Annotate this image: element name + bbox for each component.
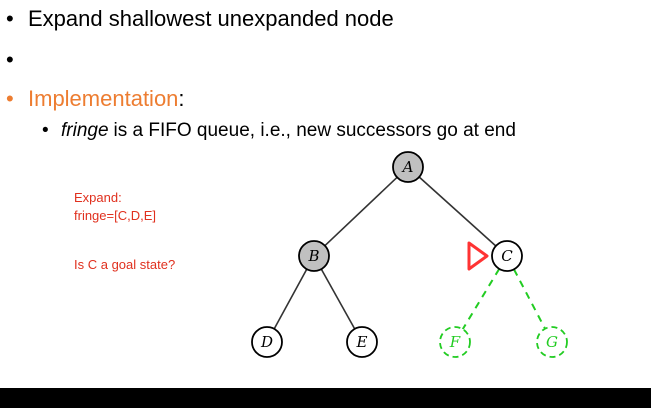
- bullet-empty: •: [6, 47, 28, 73]
- sub-bullet-dot: •: [42, 120, 49, 141]
- bottom-bar: [0, 388, 651, 408]
- node-a: A: [392, 151, 424, 183]
- node-label: A: [401, 158, 414, 176]
- bullet-expand-shallowest: • Expand shallowest unexpanded node: [6, 6, 394, 32]
- node-circle: [346, 326, 378, 358]
- bullet-text: Expand shallowest unexpanded node: [28, 6, 394, 31]
- node-label: F: [449, 333, 461, 351]
- bullet-dot: •: [6, 6, 14, 31]
- edge-B-D: [273, 268, 308, 330]
- node-b: B: [298, 240, 330, 272]
- node-g: G: [536, 326, 568, 358]
- bullet-implementation: • Implementation:: [6, 86, 185, 112]
- node-circle: [298, 240, 330, 272]
- bullet-colon: :: [178, 86, 185, 111]
- node-label: D: [260, 333, 273, 351]
- node-circle: [439, 326, 471, 358]
- node-label: B: [307, 247, 319, 265]
- note-fringe: fringe=[C,D,E]: [74, 208, 157, 223]
- node-circle: [251, 326, 283, 358]
- node-circle: [536, 326, 568, 358]
- sub-bullet-text: is a FIFO queue, i.e., new successors go…: [113, 120, 516, 141]
- edge-C-F: [461, 268, 501, 330]
- node-circle: [491, 240, 523, 272]
- note-expand: Expand:: [74, 190, 122, 205]
- node-circle: [392, 151, 424, 183]
- node-f: F: [439, 326, 471, 358]
- note-goal-question: Is C a goal state?: [74, 257, 176, 272]
- edge-A-B: [324, 176, 398, 247]
- node-c: C: [491, 240, 523, 272]
- edge-C-G: [513, 268, 546, 330]
- bullet-dot: •: [6, 86, 14, 111]
- edge-B-E: [320, 268, 356, 330]
- edge-A-C: [418, 176, 497, 247]
- slide: • Expand shallowest unexpanded node • • …: [6, 6, 568, 358]
- node-label: C: [501, 247, 513, 265]
- node-label: E: [356, 333, 368, 351]
- fringe-term: fringe: [61, 120, 109, 141]
- search-tree: A B C D E F G: [251, 151, 568, 358]
- tree-nodes: A B C D E F G: [251, 151, 568, 358]
- node-e: E: [346, 326, 378, 358]
- sub-bullet-fringe: • fringe is a FIFO queue, i.e., new succ…: [42, 120, 516, 142]
- node-label: G: [546, 333, 558, 351]
- tree-pointer-layer: [467, 241, 489, 271]
- bullet-dot: •: [6, 47, 14, 72]
- node-d: D: [251, 326, 283, 358]
- current-node-pointer-icon: [467, 241, 489, 271]
- bullet-heading: Implementation: [28, 86, 179, 111]
- tree-edges: [273, 176, 546, 330]
